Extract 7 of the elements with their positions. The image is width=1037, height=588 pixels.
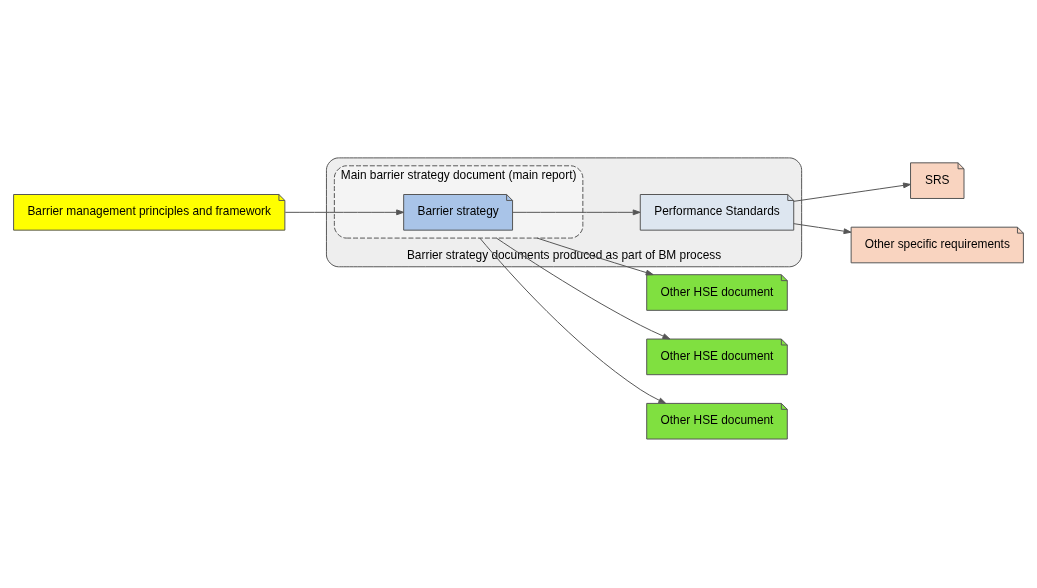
arrow: [793, 182, 911, 202]
arrow: [793, 222, 852, 234]
arrow: [495, 237, 671, 339]
arrow: [536, 237, 654, 275]
arrow: [479, 237, 667, 404]
arrow: [512, 208, 641, 215]
arrow: [284, 208, 405, 215]
